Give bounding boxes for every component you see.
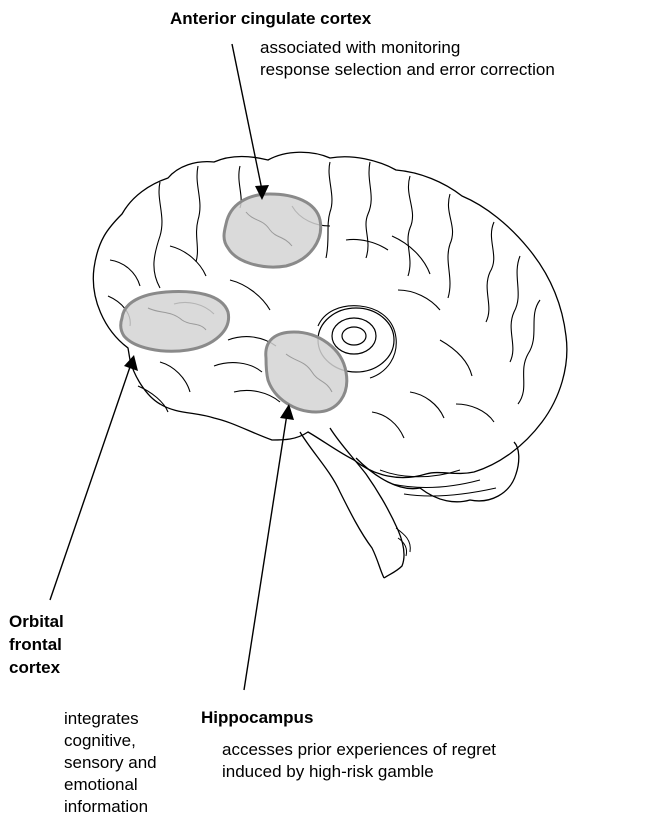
orbital-frontal-title-1: Orbital bbox=[9, 612, 64, 632]
anterior-cingulate-region bbox=[224, 194, 321, 267]
anterior-cingulate-title: Anterior cingulate cortex bbox=[170, 9, 371, 29]
pointer-hippocampus bbox=[244, 404, 294, 690]
pointer-orbital bbox=[50, 355, 138, 600]
orbital-frontal-region bbox=[121, 292, 229, 352]
hippocampus-title: Hippocampus bbox=[201, 708, 313, 728]
brainstem bbox=[300, 428, 404, 578]
hippocampus-desc-1: accesses prior experiences of regret bbox=[222, 739, 496, 761]
orbital-frontal-title-2: frontal bbox=[9, 635, 62, 655]
anterior-cingulate-desc-1: associated with monitoring bbox=[260, 37, 460, 59]
orbital-frontal-desc-2: cognitive, bbox=[64, 730, 136, 752]
orbital-frontal-desc-4: emotional bbox=[64, 774, 138, 796]
orbital-frontal-desc-1: integrates bbox=[64, 708, 139, 730]
hippocampus-desc-2: induced by high-risk gamble bbox=[222, 761, 434, 783]
orbital-frontal-title-3: cortex bbox=[9, 658, 60, 678]
orbital-frontal-desc-3: sensory and bbox=[64, 752, 157, 774]
anterior-cingulate-desc-2: response selection and error correction bbox=[260, 59, 555, 81]
orbital-frontal-desc-5: information bbox=[64, 796, 148, 818]
cerebellum bbox=[356, 442, 519, 502]
